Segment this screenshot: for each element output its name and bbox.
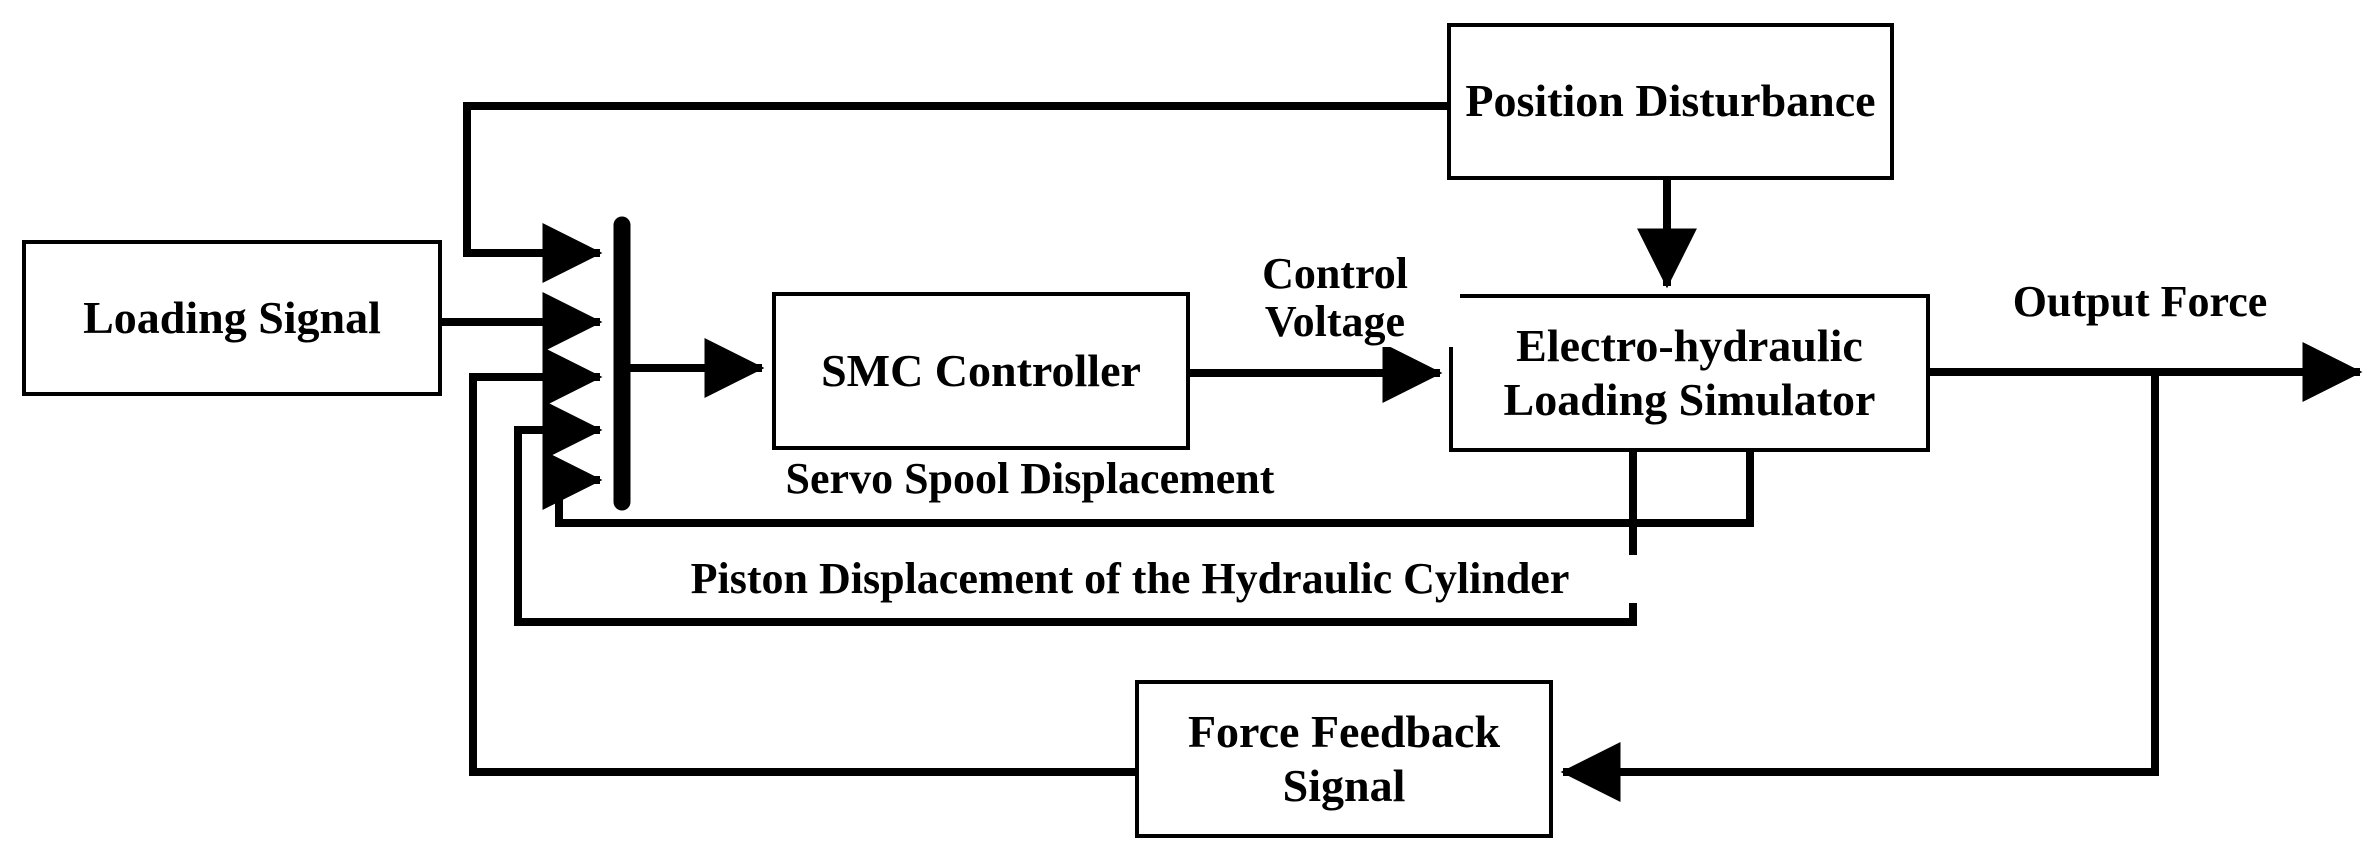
block-position-disturbance-label: Position Disturbance (1465, 75, 1876, 127)
edge-label-control-voltage: Control Voltage (1210, 249, 1460, 347)
block-force-feedback-signal[interactable]: Force Feedback Signal (1135, 680, 1553, 838)
wire-position-disturbance-to-sum (463, 102, 1447, 283)
block-electro-hydraulic-loading-simulator[interactable]: Electro-hydraulic Loading Simulator (1449, 294, 1930, 452)
edge-label-output-force: Output Force (1955, 277, 2325, 327)
block-position-disturbance[interactable]: Position Disturbance (1447, 23, 1894, 180)
edge-label-piston-displacement: Piston Displacement of the Hydraulic Cyl… (590, 554, 1670, 604)
block-loading-signal[interactable]: Loading Signal (22, 240, 442, 396)
edge-label-servo-spool-displacement: Servo Spool Displacement (690, 454, 1370, 504)
block-smc-controller[interactable]: SMC Controller (772, 292, 1190, 450)
block-loading-signal-label: Loading Signal (83, 291, 381, 343)
block-electro-hydraulic-loading-simulator-label: Electro-hydraulic Loading Simulator (1503, 319, 1876, 425)
wire-servo-spool-to-sum (542, 450, 1754, 527)
wire-force-feedback-to-sum (469, 347, 1135, 776)
block-smc-controller-label: SMC Controller (821, 344, 1141, 396)
block-force-feedback-signal-label: Force Feedback Signal (1187, 705, 1501, 811)
wire-output-force-to-force-feedback (1560, 372, 2159, 802)
